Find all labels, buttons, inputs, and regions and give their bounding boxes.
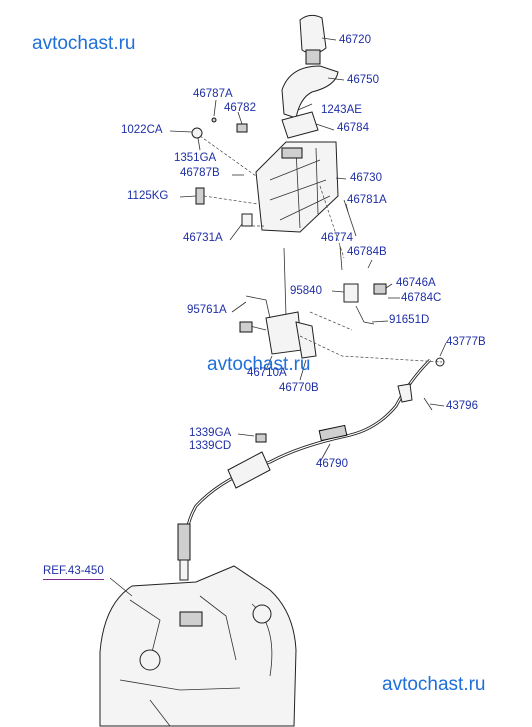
callout-43796: 43796 xyxy=(446,400,478,412)
callout-91651D: 91651D xyxy=(389,314,430,326)
callout-1351GA: 1351GA xyxy=(174,152,217,164)
lower-lever-assembly xyxy=(239,247,317,359)
callout-46784C: 46784C xyxy=(401,292,442,304)
callout-46782: 46782 xyxy=(224,102,256,114)
pin-46781A xyxy=(343,199,357,237)
bushing-46731A xyxy=(241,213,253,227)
watermark-bottom: avtochast.ru xyxy=(382,674,486,695)
leader-lines xyxy=(109,37,447,597)
callout-1339GA: 1339GA xyxy=(189,427,232,439)
shift-knob xyxy=(299,14,327,65)
callout-46750: 46750 xyxy=(347,74,379,86)
callout-46710A: 46710A xyxy=(247,367,287,379)
callout-95761A: 95761A xyxy=(187,304,227,316)
shift-boot-cover xyxy=(281,65,339,119)
shift-lever-housing xyxy=(255,141,339,233)
callout-46746A: 46746A xyxy=(396,277,436,289)
callout-46784: 46784 xyxy=(337,122,369,134)
callout-46774: 46774 xyxy=(321,232,353,244)
callout-46787A: 46787A xyxy=(193,88,233,100)
callout-46781A: 46781A xyxy=(347,194,387,206)
callout-46730: 46730 xyxy=(350,172,382,184)
solenoid-95840 xyxy=(343,283,359,303)
callout-1125KG: 1125KG xyxy=(127,190,169,202)
callout-46787B: 46787B xyxy=(180,167,220,179)
transmission-housing xyxy=(99,565,297,727)
cable-91651D xyxy=(355,305,375,325)
callout-1022CA: 1022CA xyxy=(121,124,163,136)
callout-46770B: 46770B xyxy=(279,382,319,394)
callout-1243AE: 1243AE xyxy=(321,104,362,116)
callout-46731A: 46731A xyxy=(183,232,223,244)
reference-label[interactable]: REF.43-450 xyxy=(43,565,104,580)
watermark-middle: avtochast.ru xyxy=(207,354,311,375)
indicator-plate xyxy=(281,111,319,139)
bracket-46746A xyxy=(373,283,387,295)
nut-1022CA xyxy=(191,127,203,139)
callout-46790: 46790 xyxy=(316,458,348,470)
switch-46782 xyxy=(236,123,248,133)
watermark-top: avtochast.ru xyxy=(32,33,136,54)
callout-46720: 46720 xyxy=(339,34,371,46)
callout-46784B: 46784B xyxy=(347,246,387,258)
dashed-guides xyxy=(199,135,443,363)
shift-cable xyxy=(177,357,445,581)
callout-1339CD: 1339CD xyxy=(189,440,232,452)
callout-95840: 95840 xyxy=(290,285,322,297)
bolt-46787A xyxy=(211,117,217,123)
callout-43777B: 43777B xyxy=(446,336,486,348)
bolt-1125KG xyxy=(195,187,205,205)
